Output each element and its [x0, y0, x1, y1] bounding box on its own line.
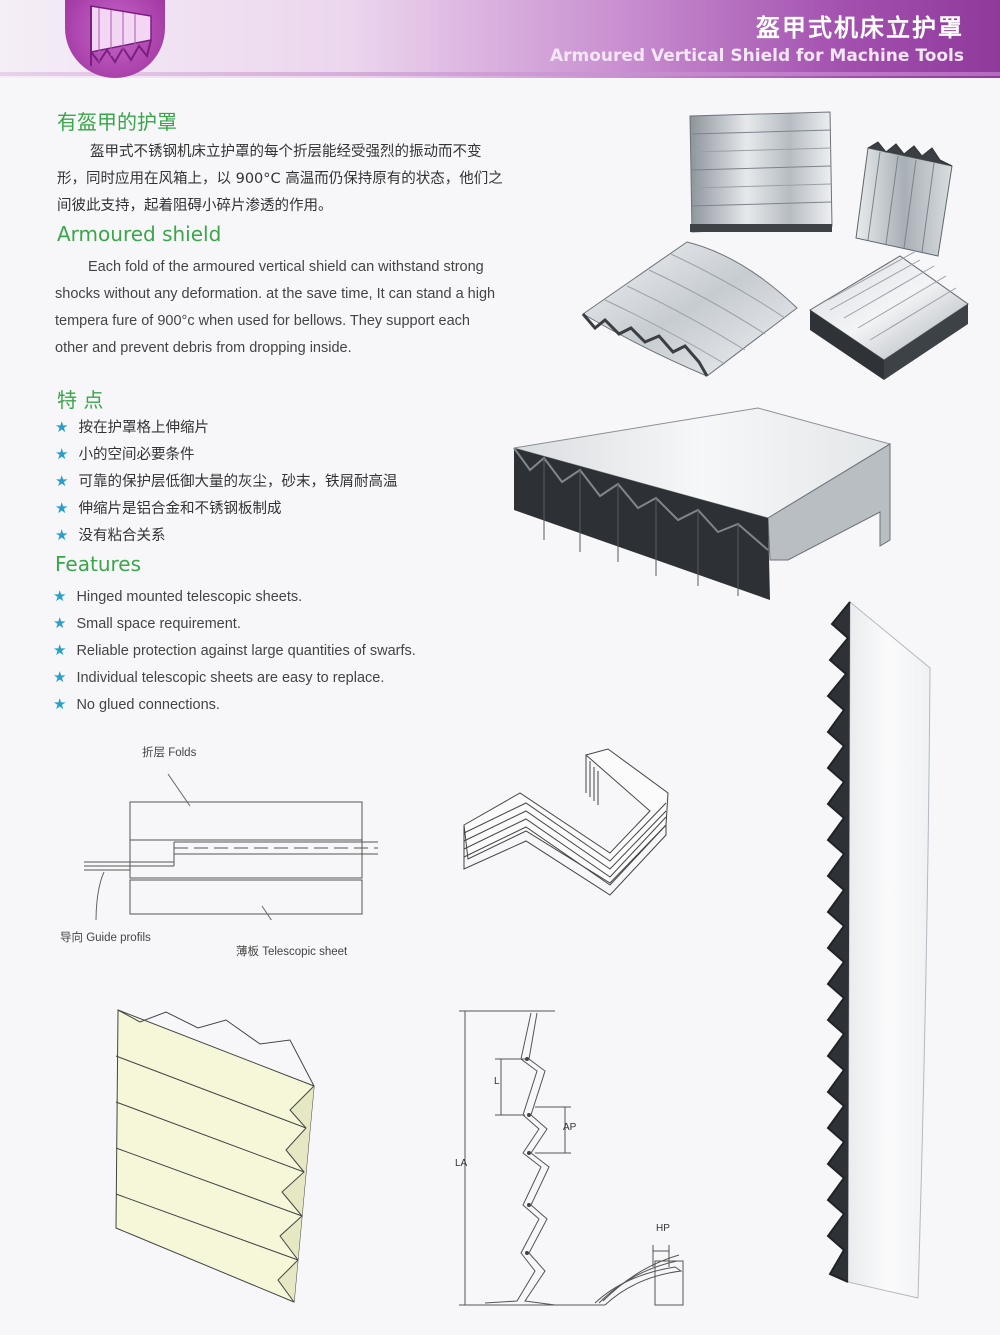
dim-label-l: L: [494, 1076, 500, 1087]
photo-tall-vertical-bellows: [826, 600, 931, 1299]
star-icon: ★: [55, 445, 69, 463]
heading-features-en: Features: [55, 552, 141, 576]
features-list-en: ★Hinged mounted telescopic sheets. ★Smal…: [53, 583, 416, 718]
star-icon: ★: [53, 696, 67, 713]
star-icon: ★: [53, 588, 67, 605]
intro-en-line-3: tempera fure of 900°c when used for bell…: [55, 313, 470, 329]
star-icon: ★: [53, 642, 67, 659]
drawing-folded-sheet: [115, 1009, 315, 1303]
diagram-folds-section: [84, 773, 378, 920]
photo-box-shield: [809, 252, 969, 380]
star-icon: ★: [53, 669, 67, 686]
heading-armoured-cn: 有盔甲的护罩: [57, 110, 177, 134]
label-guide-profils: 导向 Guide profils: [60, 932, 151, 944]
intro-en-line-4: other and prevent debris from dropping i…: [55, 340, 352, 356]
dim-label-hp: HP: [656, 1223, 670, 1234]
features-list-cn: ★按在护罩格上伸缩片 ★小的空间必要条件 ★可靠的保护层低御大量的灰尘，砂末，铁…: [55, 414, 397, 549]
feature-en-item: ★Individual telescopic sheets are easy t…: [53, 669, 385, 686]
star-icon: ★: [55, 499, 69, 517]
bellows-logo-icon: [90, 5, 152, 66]
heading-armoured-en: Armoured shield: [57, 222, 222, 246]
star-icon: ★: [55, 526, 69, 544]
intro-cn-line-1: 盔甲式不锈钢机床立护罩的每个折层能经受强烈的振动而不变: [90, 144, 482, 160]
star-icon: ★: [55, 472, 69, 490]
photo-curved-shield: [581, 241, 798, 377]
heading-features-cn: 特 点: [57, 388, 104, 412]
intro-en-line-2: shocks without any deformation. at the s…: [55, 286, 496, 302]
feature-cn-item: ★伸缩片是铝合金和不锈钢板制成: [55, 499, 282, 517]
dim-label-la: LA: [455, 1158, 468, 1169]
page-title-cn: 盔甲式机床立护罩: [756, 14, 964, 42]
feature-en-item: ★Hinged mounted telescopic sheets.: [53, 588, 303, 605]
intro-en-line-1: Each fold of the armoured vertical shiel…: [88, 259, 484, 275]
page-title-en: Armoured Vertical Shield for Machine Too…: [549, 46, 964, 66]
logo-badge: [65, 0, 165, 78]
photo-vertical-shield: [855, 141, 953, 257]
star-icon: ★: [55, 418, 69, 436]
photo-flat-shield: [689, 111, 833, 233]
feature-cn-item: ★小的空间必要条件: [55, 445, 195, 463]
label-folds: 折层 Folds: [142, 747, 197, 759]
drawing-l-shaped-shield: [463, 748, 669, 896]
feature-en-item: ★No glued connections.: [53, 696, 220, 713]
drawing-dimension-profile: [459, 1010, 684, 1306]
feature-en-item: ★Small space requirement.: [53, 615, 241, 632]
feature-en-item: ★Reliable protection against large quant…: [53, 642, 416, 659]
feature-cn-item: ★可靠的保护层低御大量的灰尘，砂末，铁屑耐高温: [55, 472, 398, 490]
photo-large-bellows-cover: [513, 407, 892, 600]
header-divider: [0, 72, 1000, 76]
label-telescopic-sheet: 薄板 Telescopic sheet: [236, 946, 348, 958]
header-band: [0, 0, 1000, 78]
feature-cn-item: ★按在护罩格上伸缩片: [55, 418, 209, 436]
intro-paragraph-cn: 盔甲式不锈钢机床立护罩的每个折层能经受强烈的振动而不变 形，同时应用在风箱上，以…: [57, 139, 547, 220]
intro-cn-line-2: 形，同时应用在风箱上，以 900°C 高温而仍保持原有的状态，他们之: [57, 171, 503, 187]
intro-paragraph-en: Each fold of the armoured vertical shiel…: [55, 254, 555, 362]
intro-cn-line-3: 间彼此支持，起着阻碍小碎片渗透的作用。: [57, 198, 333, 214]
star-icon: ★: [53, 615, 67, 632]
dim-label-ap: AP: [563, 1122, 577, 1133]
feature-cn-item: ★没有粘合关系: [55, 526, 166, 544]
